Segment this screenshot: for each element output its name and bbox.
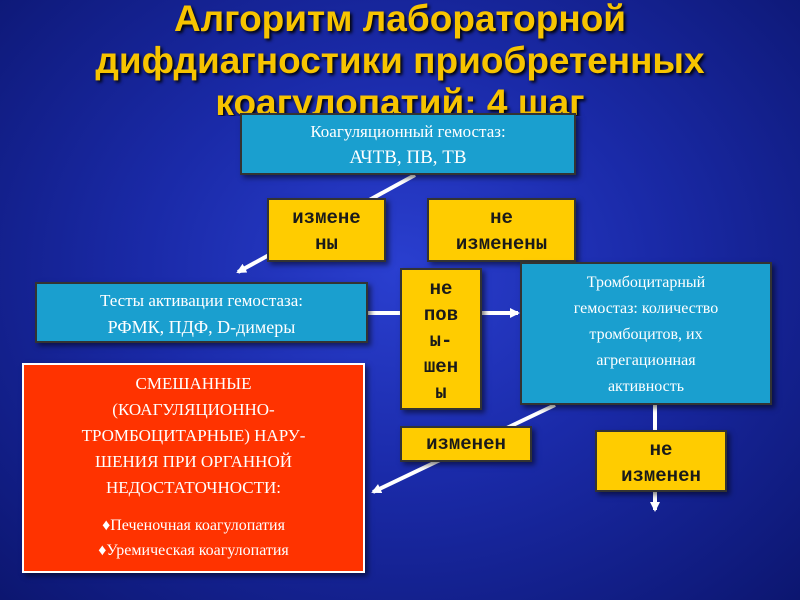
activation-line-1: Тесты активации гемостаза: xyxy=(99,291,304,310)
mixed-disorders-box: СМЕШАННЫЕ (КОАГУЛЯЦИОННО- ТРОМБОЦИТАРНЫЕ… xyxy=(22,363,365,573)
mixed-item-2: ♦Уремическая коагулопатия xyxy=(98,542,289,559)
platelet-line-1: Тромбоцитарный xyxy=(586,274,706,291)
not-increased-box: не пов ы- шен ы xyxy=(400,268,482,410)
platelet-line-2: гемостаз: количество xyxy=(573,300,719,317)
not-increased-line-4: шен xyxy=(423,356,459,378)
mixed-item-1: ♦Печеночная коагулопатия xyxy=(102,517,285,534)
slide-title: Алгоритм лабораторной дифдиагностики при… xyxy=(0,0,800,116)
not-changed-platelet-line-1: не xyxy=(649,439,673,461)
title-line-2: дифдиагностики приобретенных xyxy=(95,40,705,81)
mixed-line-2: (КОАГУЛЯЦИОННО- xyxy=(112,400,275,419)
not-increased-line-3: ы- xyxy=(429,330,453,352)
changed-line-2: ны xyxy=(315,233,338,255)
not-changed-line-2: изменены xyxy=(455,233,548,255)
platelet-line-3: тромбоцитов, их xyxy=(589,326,703,343)
not-increased-line-1: не xyxy=(429,278,453,300)
coag-line-2: АЧТВ, ПВ, ТВ xyxy=(349,147,467,168)
not-changed-platelet-line-2: изменен xyxy=(621,465,701,487)
not-increased-line-5: ы xyxy=(435,382,447,404)
mixed-heading: СМЕШАННЫЕ (КОАГУЛЯЦИОННО- ТРОМБОЦИТАРНЫЕ… xyxy=(24,371,363,501)
not-changed-box: не изменены xyxy=(427,198,576,262)
not-changed-line-1: не xyxy=(490,207,513,229)
platelet-line-5: активность xyxy=(607,378,685,395)
changed-box: измене ны xyxy=(267,198,386,262)
platelet-line-4: агрегационная xyxy=(596,352,696,369)
coagulation-hemostasis-box: Коагуляционный гемостаз: АЧТВ, ПВ, ТВ xyxy=(240,113,576,175)
activation-line-2: РФМК, ПДФ, D-димеры xyxy=(107,317,296,337)
changed-platelet-label: изменен xyxy=(426,433,506,455)
platelet-hemostasis-box: Тромбоцитарный гемостаз: количество тром… xyxy=(520,262,772,405)
not-changed-platelet-box: не изменен xyxy=(595,430,727,492)
activation-tests-box: Тесты активации гемостаза: РФМК, ПДФ, D-… xyxy=(35,282,368,343)
mixed-line-4: ШЕНИЯ ПРИ ОРГАННОЙ xyxy=(94,452,293,471)
changed-line-1: измене xyxy=(292,207,361,229)
coag-line-1: Коагуляционный гемостаз: xyxy=(310,122,506,141)
not-increased-line-2: пов xyxy=(423,304,459,326)
title-line-1: Алгоритм лабораторной xyxy=(173,0,627,39)
changed-platelet-box: изменен xyxy=(400,426,532,462)
mixed-line-3: ТРОМБОЦИТАРНЫЕ) НАРУ- xyxy=(81,426,306,445)
title-line-3: коагулопатий: 4 шаг xyxy=(215,82,585,116)
mixed-line-1: СМЕШАННЫЕ xyxy=(135,374,252,393)
mixed-line-5: НЕДОСТАТОЧНОСТИ: xyxy=(106,478,281,497)
mixed-list: ♦Печеночная коагулопатия ♦Уремическая ко… xyxy=(24,513,363,563)
